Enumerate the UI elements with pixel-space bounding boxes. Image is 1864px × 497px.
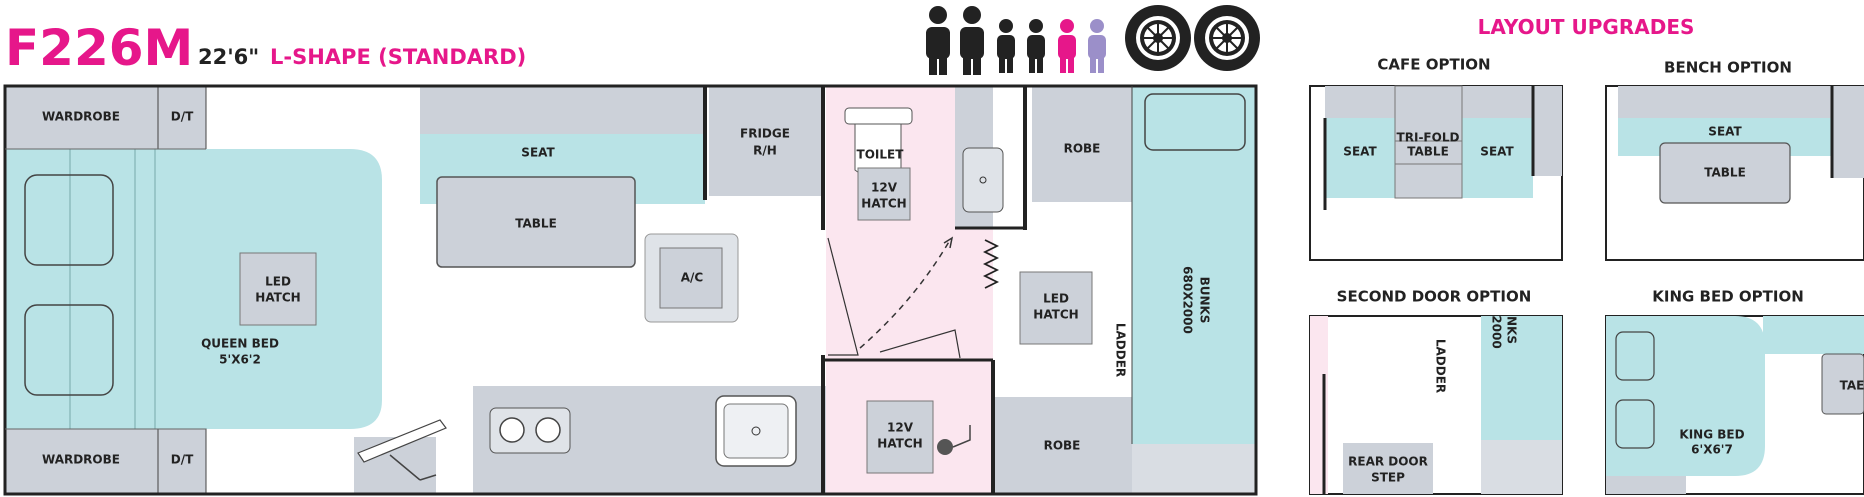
- cafe-option: CAFE OPTION SEAT TRI-FOLD TABLE SEAT: [1309, 56, 1563, 261]
- hatch-bathroom: [857, 167, 911, 221]
- upgrades-title: LAYOUT UPGRADES: [1478, 15, 1695, 39]
- bench-option-title: BENCH OPTION: [1664, 59, 1792, 77]
- led-hatch-bunk-label-1: LED: [1043, 292, 1069, 306]
- wardrobe-top-label: WARDROBE: [42, 110, 120, 124]
- length-text: 22'6": [198, 45, 259, 69]
- model-title: F226M: [5, 19, 193, 77]
- main-floorplan: WARDROBE D/T LED HATCH QUEEN BED 5'X6'2 …: [3, 84, 1258, 496]
- bunk-pillow: [1144, 93, 1246, 151]
- layout-name: L-SHAPE (STANDARD): [270, 45, 526, 69]
- second-door-bunks-label-2: 2000: [1490, 315, 1504, 348]
- hatch-entry-label-1: 12V: [887, 421, 914, 435]
- adult-icon: [960, 6, 984, 75]
- dt-top-label: D/T: [171, 110, 194, 124]
- fridge-label-2: R/H: [753, 144, 777, 158]
- table: [436, 176, 636, 268]
- robe-bottom-label: ROBE: [1044, 439, 1081, 453]
- wardrobe-top: [5, 86, 158, 149]
- hatch-entry: [866, 400, 934, 474]
- bunk-top-head: [1132, 86, 1256, 182]
- led-hatch-bed-label-2: HATCH: [255, 291, 300, 305]
- table-label: TABLE: [515, 217, 557, 231]
- bench-option: BENCH OPTION SEAT TABLE: [1605, 59, 1864, 261]
- bunks-label-1: BUNKS: [1198, 277, 1212, 324]
- bench-table-label: TABLE: [1704, 166, 1746, 180]
- queen-bed-label-2: 5'X6'2: [219, 353, 261, 367]
- fridge-label-1: FRIDGE: [740, 127, 790, 141]
- second-door-bunks-label-1: NKS: [1505, 316, 1519, 344]
- led-hatch-bed-label-1: LED: [265, 275, 291, 289]
- door-handle-icon: [937, 439, 953, 455]
- king-bed-option-title: KING BED OPTION: [1652, 288, 1804, 306]
- hatch-entry-label-2: HATCH: [877, 437, 922, 451]
- robe-top-label: ROBE: [1064, 142, 1101, 156]
- cafe-seat-left-label: SEAT: [1343, 145, 1377, 159]
- led-hatch-bed: [239, 252, 317, 326]
- toilet-label: TOILET: [857, 148, 905, 162]
- bunk-base: [1132, 444, 1256, 494]
- basin: [962, 147, 1004, 213]
- led-hatch-bunk: [1019, 271, 1093, 345]
- dt-bottom-label: D/T: [171, 453, 194, 467]
- fridge: [709, 86, 822, 196]
- wheel-icon: [1125, 5, 1191, 71]
- child-icon: [1027, 19, 1045, 73]
- seat-back: [420, 86, 705, 134]
- child-icon-pink: [1058, 19, 1076, 73]
- cafe-table-label-2: TABLE: [1407, 145, 1449, 159]
- pillow-bottom: [24, 304, 114, 396]
- child-icon: [997, 19, 1015, 73]
- cafe-option-title: CAFE OPTION: [1377, 56, 1490, 74]
- child-icon-purple: [1088, 19, 1106, 73]
- wardrobe-bottom: [5, 429, 158, 494]
- queen-bed-label-1: QUEEN BED: [201, 337, 279, 351]
- bathroom-door: [827, 237, 859, 356]
- robe-bottom: [995, 397, 1132, 494]
- led-hatch-bunk-label-2: HATCH: [1033, 308, 1078, 322]
- bench-seat-label: SEAT: [1708, 125, 1742, 139]
- robe-top: [1032, 86, 1132, 202]
- bunks: [1132, 182, 1256, 444]
- ladder-label: LADDER: [1114, 323, 1128, 377]
- cafe-seat-right-label: SEAT: [1480, 145, 1514, 159]
- rear-door-step-label-1: REAR DOOR: [1348, 455, 1428, 469]
- wardrobe-bottom-label: WARDROBE: [42, 453, 120, 467]
- spring-icon: [982, 239, 1000, 289]
- second-door-option-title: SECOND DOOR OPTION: [1337, 288, 1532, 306]
- pillow-top: [24, 174, 114, 266]
- door-swing-arc: [859, 239, 951, 349]
- king-bed-label-2: 6'X6'7: [1691, 443, 1733, 457]
- second-door-option: SECOND DOOR OPTION LADDER NKS 2000 REAR …: [1309, 288, 1563, 495]
- king-bed-label-1: KING BED: [1679, 428, 1744, 442]
- ac-label: A/C: [681, 271, 704, 285]
- seat-label: SEAT: [521, 146, 555, 160]
- adult-icon: [926, 6, 950, 75]
- king-bed-option: KING BED OPTION KING BED 6'X6'7 TAE: [1605, 288, 1864, 495]
- wheel-icon: [1194, 5, 1260, 71]
- outer-wall: [3, 84, 1258, 496]
- second-door-ladder-label: LADDER: [1434, 339, 1448, 393]
- step-arm: [357, 419, 447, 463]
- hatch-bathroom-label-2: HATCH: [861, 197, 906, 211]
- king-bed-table-label: TAE: [1840, 379, 1864, 393]
- bunks-label-2: 680X2000: [1181, 266, 1195, 334]
- rear-door-step-label-2: STEP: [1371, 471, 1405, 485]
- hatch-bathroom-label-1: 12V: [871, 181, 898, 195]
- dt-top: [157, 85, 207, 150]
- cafe-table-label-1: TRI-FOLD: [1397, 131, 1460, 145]
